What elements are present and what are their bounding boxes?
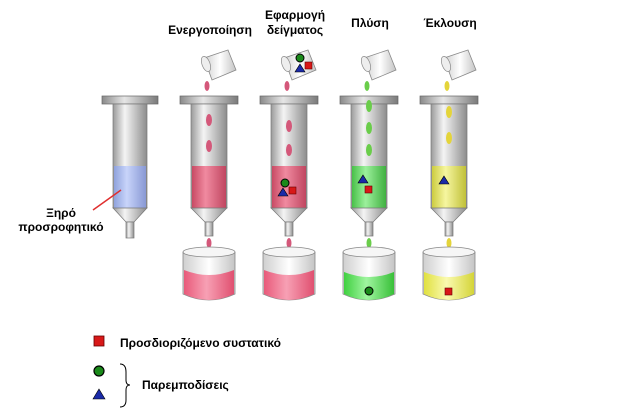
beaker-wash xyxy=(342,246,396,301)
beaker-activation xyxy=(182,246,236,301)
step-label-activation: Ενεργοποίηση xyxy=(168,23,252,37)
cartridge-sample xyxy=(259,95,319,248)
step-label-wash: Πλύση xyxy=(351,16,389,30)
step-label-sample-line2: δείγματος xyxy=(266,23,324,37)
cartridge-dry xyxy=(101,95,159,239)
pointer-line xyxy=(92,189,122,211)
pour-cup-elution xyxy=(441,49,477,91)
dry-sorbent-label-line2: προσροφητικό xyxy=(18,220,104,234)
cartridge-elution xyxy=(419,95,479,248)
pour-cup-sample xyxy=(281,49,317,91)
pour-cup-activation xyxy=(201,49,237,91)
pour-cup-wash xyxy=(361,49,397,91)
beaker-sample xyxy=(262,246,316,301)
cartridge-wash xyxy=(339,95,399,248)
red-square-icon xyxy=(93,335,105,347)
beaker-elution xyxy=(422,246,476,301)
dry-sorbent-label-line1: Ξηρό xyxy=(46,206,76,220)
legend-brace xyxy=(119,363,131,408)
blue-triangle-icon xyxy=(92,388,106,400)
legend-analyte-label: Προσδιοριζόμενο συστατικό xyxy=(120,336,281,350)
cartridge-activation xyxy=(179,95,239,248)
legend-interferences-label: Παρεμποδίσεις xyxy=(142,378,229,392)
step-label-sample-line1: Εφαρμογή xyxy=(264,8,326,22)
green-circle-icon xyxy=(93,365,105,377)
step-label-elution: Έκλουση xyxy=(423,16,477,30)
